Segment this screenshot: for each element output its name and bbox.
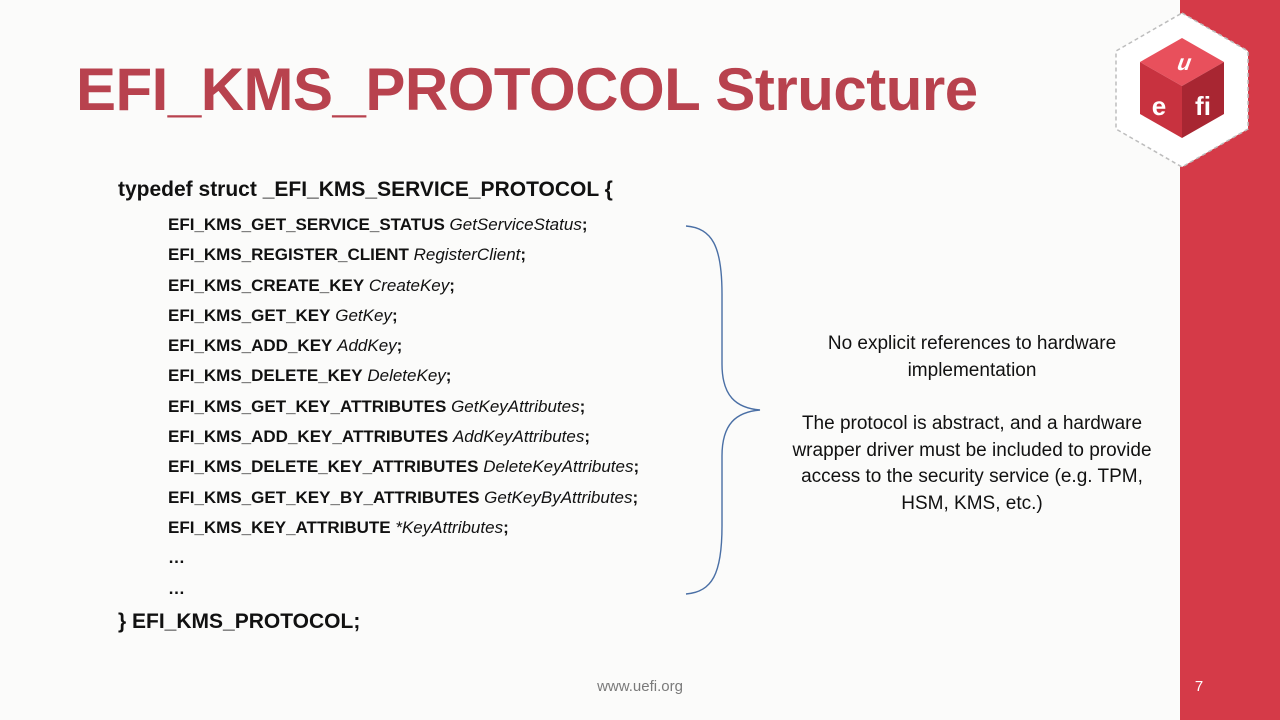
- member-type: EFI_KMS_DELETE_KEY_ATTRIBUTES: [168, 457, 479, 477]
- member-name: CreateKey: [368, 275, 450, 295]
- member-name: AddKeyAttributes: [452, 427, 585, 447]
- member-type: EFI_KMS_GET_KEY_ATTRIBUTES: [168, 396, 447, 416]
- svg-text:e: e: [1152, 91, 1166, 121]
- note-hardware-references: No explicit references to hardware imple…: [827, 333, 1117, 381]
- member-name: DeleteKey: [367, 366, 446, 386]
- note-protocol-abstract: The protocol is abstract, and a hardware…: [792, 413, 1152, 514]
- code-member-row: EFI_KMS_GET_SERVICE_STATUS GetServiceSta…: [168, 210, 639, 240]
- code-member-row: EFI_KMS_ADD_KEY_ATTRIBUTES AddKeyAttribu…: [168, 422, 639, 452]
- code-member-row: …: [168, 543, 639, 573]
- curly-brace: [685, 225, 761, 595]
- member-type: EFI_KMS_ADD_KEY: [168, 336, 333, 356]
- member-name: AddKey: [337, 336, 397, 356]
- code-member-row: …: [168, 574, 639, 604]
- member-terminator: ;: [391, 305, 398, 325]
- member-terminator: ;: [579, 396, 586, 416]
- member-type: EFI_KMS_GET_KEY: [168, 305, 331, 325]
- uefi-logo: u e fi: [1115, 12, 1249, 168]
- member-name: GetKeyAttributes: [451, 396, 580, 416]
- code-member-row: EFI_KMS_REGISTER_CLIENT RegisterClient;: [168, 240, 639, 270]
- member-terminator: ;: [633, 457, 640, 477]
- member-terminator: ;: [632, 487, 639, 507]
- code-member-row: EFI_KMS_GET_KEY GetKey;: [168, 301, 639, 331]
- member-type: EFI_KMS_ADD_KEY_ATTRIBUTES: [168, 427, 449, 447]
- code-member-row: EFI_KMS_GET_KEY_ATTRIBUTES GetKeyAttribu…: [168, 392, 639, 422]
- member-type: EFI_KMS_KEY_ATTRIBUTE: [168, 517, 391, 537]
- member-terminator: ;: [584, 427, 590, 447]
- code-member-row: EFI_KMS_GET_KEY_BY_ATTRIBUTES GetKeyByAt…: [168, 483, 639, 513]
- member-terminator: ;: [520, 245, 527, 265]
- code-typedef-open: typedef struct _EFI_KMS_SERVICE_PROTOCOL…: [118, 178, 613, 201]
- svg-text:fi: fi: [1195, 91, 1211, 121]
- slide-title: EFI_KMS_PROTOCOL Structure: [76, 56, 978, 123]
- member-type: …: [168, 578, 185, 598]
- member-type: …: [168, 548, 185, 568]
- member-type: EFI_KMS_GET_SERVICE_STATUS: [168, 215, 445, 234]
- page-number: 7: [1194, 678, 1204, 695]
- member-type: EFI_KMS_CREATE_KEY: [168, 275, 365, 295]
- code-member-row: EFI_KMS_DELETE_KEY_ATTRIBUTES DeleteKeyA…: [168, 452, 639, 482]
- member-name: *KeyAttributes: [395, 517, 504, 537]
- code-member-row: EFI_KMS_ADD_KEY AddKey;: [168, 331, 639, 361]
- member-type: EFI_KMS_REGISTER_CLIENT: [168, 245, 409, 265]
- code-member-row: EFI_KMS_KEY_ATTRIBUTE *KeyAttributes;: [168, 513, 639, 543]
- member-name: DeleteKeyAttributes: [483, 457, 634, 477]
- member-type: EFI_KMS_DELETE_KEY: [168, 366, 363, 386]
- code-member-list: EFI_KMS_GET_SERVICE_STATUS GetServiceSta…: [168, 210, 639, 604]
- footer-url[interactable]: www.uefi.org: [597, 678, 683, 695]
- member-terminator: ;: [449, 275, 455, 295]
- member-name: GetKeyByAttributes: [484, 487, 633, 507]
- member-terminator: ;: [396, 336, 403, 356]
- code-typedef-close: } EFI_KMS_PROTOCOL;: [118, 610, 361, 633]
- member-type: EFI_KMS_GET_KEY_BY_ATTRIBUTES: [168, 487, 480, 507]
- member-name: RegisterClient: [413, 245, 521, 265]
- member-name: GetServiceStatus: [449, 215, 582, 234]
- member-terminator: ;: [503, 517, 509, 537]
- member-terminator: ;: [445, 366, 452, 386]
- member-terminator: ;: [581, 215, 588, 234]
- code-member-row: EFI_KMS_DELETE_KEY DeleteKey;: [168, 361, 639, 391]
- member-name: GetKey: [335, 305, 392, 325]
- code-member-row: EFI_KMS_CREATE_KEY CreateKey;: [168, 271, 639, 301]
